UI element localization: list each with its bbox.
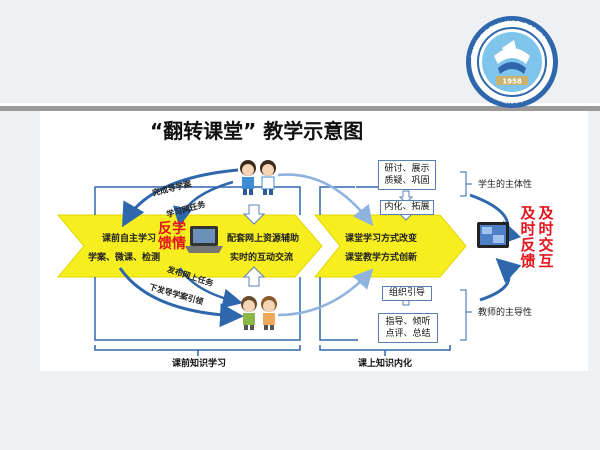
box-guide-line2: 点评、总结 [385, 329, 431, 339]
curve-bottom-inner [178, 267, 243, 309]
footer-right: 课上知识内化 [358, 359, 413, 369]
left-arrow-line4: 实时的互动交流 [230, 253, 294, 263]
up-hollow-arrow [242, 266, 266, 287]
box-discuss-line2: 质疑、巩固 [384, 176, 430, 186]
right-curve-up [479, 257, 522, 302]
box-discuss-line1: 研讨、展示 [384, 164, 430, 174]
student-role-label: 学生的主体性 [478, 180, 533, 190]
teacher-role-label: 教师的主导性 [478, 308, 533, 318]
curve-bottom-outer [118, 267, 244, 328]
down-hollow-arrow [242, 204, 266, 225]
middle-arrow-line2: 课堂教学方式创新 [345, 253, 418, 263]
header-stripe [0, 103, 600, 111]
middle-yellow-arrow [313, 214, 467, 278]
curve-kids-to-middle [277, 173, 374, 226]
middle-arrow-line1: 课堂学习方式改变 [345, 234, 418, 244]
box-guide-line1: 指导、倾听 [385, 317, 431, 327]
top-left-bar [94, 186, 301, 215]
box-organize: 组织引导 [382, 286, 432, 301]
curve-top-inner [173, 180, 234, 227]
bottom-right-bar [319, 277, 358, 341]
box-internalize: 内化、拓展 [380, 200, 434, 215]
red-label-left: 反学馈情 [158, 221, 186, 252]
laptop-icon [185, 226, 223, 253]
red-label-right-col2: 及时交互 [538, 204, 554, 270]
box-guide: 指导、倾听 点评、总结 [378, 313, 438, 343]
teachers-figure [241, 296, 277, 330]
red-label-right-col1: 及时反馈 [520, 204, 536, 270]
page-title: “翻转课堂” 教学示意图 [150, 119, 364, 143]
students-figure [240, 160, 276, 195]
curve-top-outer [122, 168, 239, 228]
left-arrow-line3: 配套网上资源辅助 [227, 234, 300, 244]
left-arrow-line1: 课前自主学习 [102, 234, 157, 244]
tablet-icon [477, 222, 509, 248]
left-arrow-line2: 学案、微课、检测 [88, 253, 161, 263]
bottom-left-bar [94, 277, 301, 341]
svg-text:1958: 1958 [502, 78, 522, 86]
top-right-bar [319, 186, 355, 215]
box-discuss: 研讨、展示 质疑、巩固 [378, 160, 436, 190]
footer-left: 课前知识学习 [172, 359, 227, 369]
school-logo: 1958 TIANJIN SHI FU LI MIDDLE SCHOOL 天津市… [466, 16, 558, 108]
curve-teachers-to-middle [277, 268, 374, 317]
